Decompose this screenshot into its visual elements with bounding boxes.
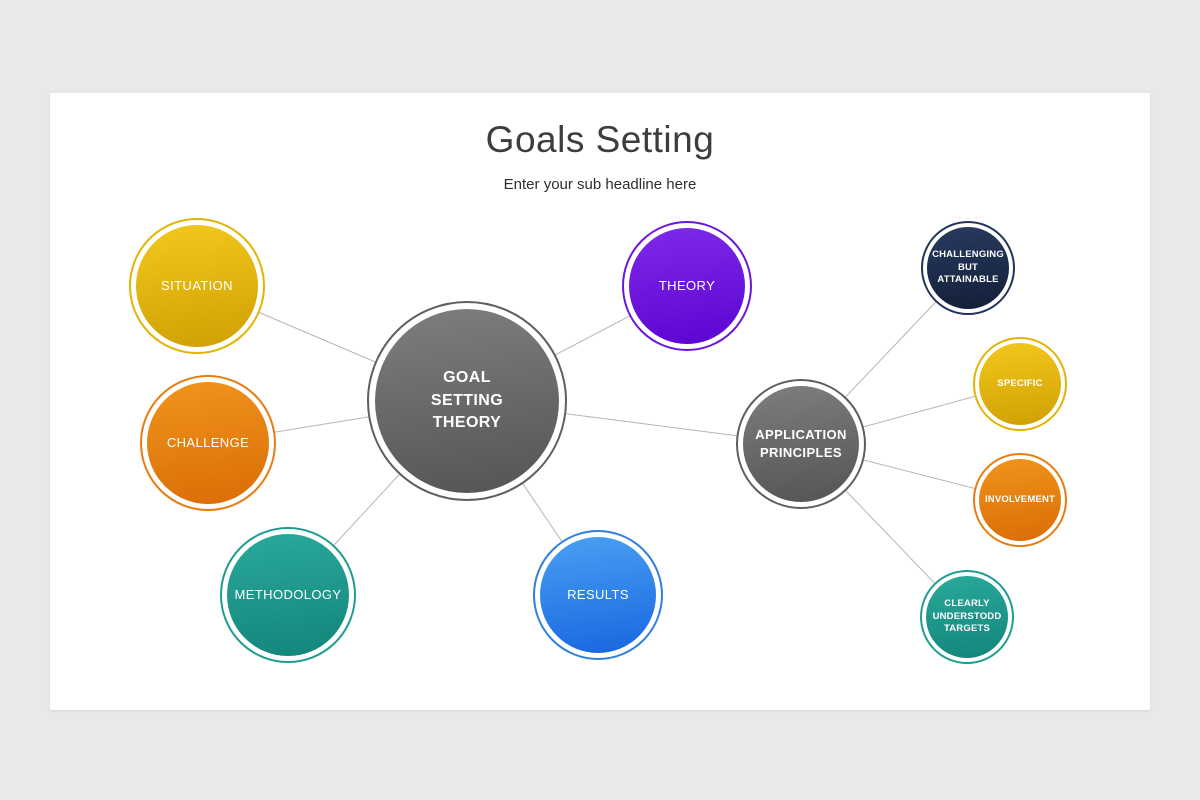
node-application-principles-circle: APPLICATION PRINCIPLES	[743, 386, 859, 502]
page-subtitle: Enter your sub headline here	[503, 176, 697, 193]
node-specific-label: SPECIFIC	[997, 377, 1043, 389]
node-specific-circle: SPECIFIC	[979, 343, 1061, 425]
node-challenge-label: CHALLENGE	[166, 434, 250, 450]
slide-canvas: Goals Setting Enter your sub headline he…	[50, 93, 1150, 710]
node-theory-label: THEORY	[658, 277, 716, 293]
node-results-label: RESULTS	[567, 586, 629, 602]
node-methodology: METHODOLOGY	[220, 527, 356, 663]
node-clearly-understood-targets: CLEARLY UNDERSTODD TARGETS	[920, 570, 1014, 664]
node-goal-setting-theory: GOAL SETTING THEORY	[367, 301, 567, 501]
node-involvement: INVOLVEMENT	[973, 453, 1067, 547]
node-theory: THEORY	[622, 221, 752, 351]
node-application-principles: APPLICATION PRINCIPLES	[736, 379, 866, 509]
node-specific: SPECIFIC	[973, 337, 1067, 431]
node-clearly-understood-targets-circle: CLEARLY UNDERSTODD TARGETS	[926, 576, 1008, 658]
node-challenging-but-attainable-circle: CHALLENGING BUT ATTAINABLE	[927, 227, 1009, 309]
node-situation-circle: SITUATION	[136, 225, 258, 347]
node-goal-setting-theory-label: GOAL SETTING THEORY	[430, 369, 504, 432]
node-involvement-label: INVOLVEMENT	[984, 493, 1056, 505]
node-results: RESULTS	[533, 530, 663, 660]
node-challenging-but-attainable: CHALLENGING BUT ATTAINABLE	[921, 221, 1015, 315]
node-situation-label: SITUATION	[161, 277, 233, 293]
node-goal-setting-theory-circle: GOAL SETTING THEORY	[375, 309, 559, 493]
slide-header: Goals Setting Enter your sub headline he…	[50, 93, 1150, 193]
node-application-principles-label: APPLICATION PRINCIPLES	[755, 426, 847, 460]
node-theory-circle: THEORY	[629, 228, 745, 344]
node-clearly-understood-targets-label: CLEARLY UNDERSTODD TARGETS	[932, 597, 1002, 635]
node-results-circle: RESULTS	[540, 537, 656, 653]
node-methodology-label: METHODOLOGY	[234, 586, 342, 602]
node-methodology-circle: METHODOLOGY	[227, 534, 349, 656]
node-challenging-but-attainable-label: CHALLENGING BUT ATTAINABLE	[932, 248, 1004, 286]
node-involvement-circle: INVOLVEMENT	[979, 459, 1061, 541]
node-situation: SITUATION	[129, 218, 265, 354]
node-challenge-circle: CHALLENGE	[147, 382, 269, 504]
node-challenge: CHALLENGE	[140, 375, 276, 511]
page-title: Goals Setting	[485, 119, 715, 160]
